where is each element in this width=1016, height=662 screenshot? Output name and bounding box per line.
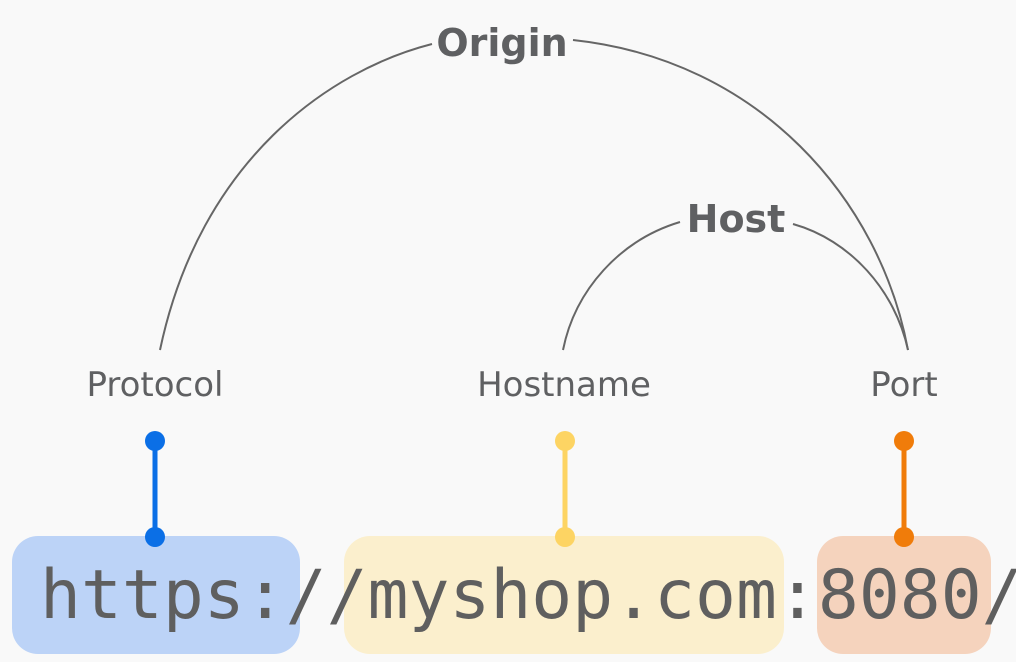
url-protocol: https: <box>40 556 286 635</box>
hostname-highlight <box>344 536 784 654</box>
url-hostname: myshop.com <box>368 556 777 635</box>
url-port: 8080 <box>818 556 982 635</box>
port-connector <box>894 431 914 547</box>
url-colon: : <box>777 556 818 635</box>
origin-arc <box>159 39 909 351</box>
host-arc <box>562 221 909 351</box>
port-label: Port <box>870 365 937 405</box>
host-label: Host <box>687 197 786 241</box>
protocol-highlight <box>12 536 300 654</box>
url-separator: // <box>286 556 368 635</box>
url-text: https://myshop.com:8080/ <box>40 556 1016 635</box>
hostname-label: Hostname <box>477 365 651 405</box>
hostname-connector <box>555 431 575 547</box>
url-path: / <box>982 556 1016 635</box>
origin-label: Origin <box>436 21 567 65</box>
port-highlight <box>817 536 991 654</box>
protocol-label: Protocol <box>86 365 223 405</box>
protocol-connector <box>145 431 165 547</box>
